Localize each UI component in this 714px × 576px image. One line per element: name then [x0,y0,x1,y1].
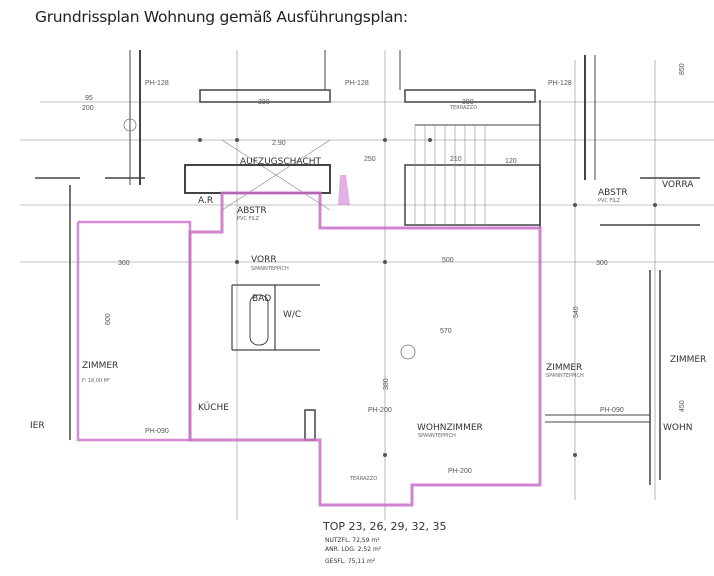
room-label-wohnzimmer: WOHNZIMMER [417,423,483,433]
dim-95: 95 [85,95,93,102]
room-sub-vorr: SPANNTEPPICH [251,266,289,272]
info-anr-log: ANR. LOG. 2,52 m² [325,546,382,553]
dim-850: 850 [679,63,686,75]
info-top-numbers: TOP 23, 26, 29, 32, 35 [322,520,446,533]
room-sub-abstr: PVC FILZ [237,216,260,222]
dim-ph-128-b: PH-128 [345,80,369,87]
room-label-zimmer-far-right: ZIMMER [670,355,706,365]
construction-lines [20,50,714,520]
room-label-abstr-right: ABSTR [598,188,628,198]
label-terrazzo-bottom: TERRAZZO [349,476,377,482]
staircase [414,125,486,225]
info-gesfl: GESFL. 75,11 m² [325,558,376,565]
dim-ph-090-b: PH-090 [600,407,624,414]
label-terrazzo-top: TERRAZZO [449,105,477,111]
room-label-zimmer-right: ZIMMER [546,363,582,373]
dim-500: 500 [442,257,454,264]
dim-ph-200-b: PH-200 [448,468,472,475]
apartment-info: TOP 23, 26, 29, 32, 35 NUTZFL. 72,59 m² … [322,520,446,565]
dim-540: 540 [573,306,580,318]
dim-ph-128-c: PH-128 [548,80,572,87]
dim-390-a: 390 [258,99,270,106]
dimension-markers [123,118,657,457]
room-area-zimmer-left: F: 18,00 M² [82,378,110,384]
dim-200: 200 [82,105,94,112]
walls [35,50,700,485]
dim-120: 120 [505,158,517,165]
dim-300-b: 300 [596,260,608,267]
dim-ph-128-a: PH-128 [145,80,169,87]
dim-570: 570 [440,328,452,335]
room-label-kueche: KÜCHE [198,402,229,413]
room-label-ier: IER [30,421,45,431]
dim-450: 450 [679,400,686,412]
dim-250: 250 [364,156,376,163]
room-label-vorra: VORRA [662,180,694,190]
room-label-vorr: VORR [251,255,277,265]
apartment-outline [76,175,542,507]
dim-390-b: 390 [462,99,474,106]
dim-600: 600 [105,313,112,325]
room-label-ar: A.R [198,196,213,206]
dim-ph-090-a: PH-090 [145,428,169,435]
room-sub-abstr-right: PVC FILZ [598,198,621,204]
room-sub-zimmer-right: SPANNTEPPICH [546,373,584,379]
room-label-wohn: WOHN [663,423,692,433]
room-label-aufzugschacht: AUFZUGSCHACHT [240,157,321,167]
info-nutzfl: NUTZFL. 72,59 m² [325,537,380,544]
dim-300-a: 300 [118,260,130,267]
dim-290: 2.90 [272,140,286,147]
room-label-bad: BAD [252,294,271,304]
dim-210: 210 [450,156,462,163]
document-title: Grundrissplan Wohnung gemäß Ausführungsp… [35,8,408,26]
room-label-wc: W/C [283,310,301,320]
room-sub-wohnzimmer: SPANNTEPPICH [418,433,456,439]
room-label-zimmer-left: ZIMMER [82,361,118,371]
room-label-abstr: ABSTR [237,206,267,216]
dim-ph-200-a: PH-200 [368,407,392,414]
dim-380: 380 [383,378,390,390]
